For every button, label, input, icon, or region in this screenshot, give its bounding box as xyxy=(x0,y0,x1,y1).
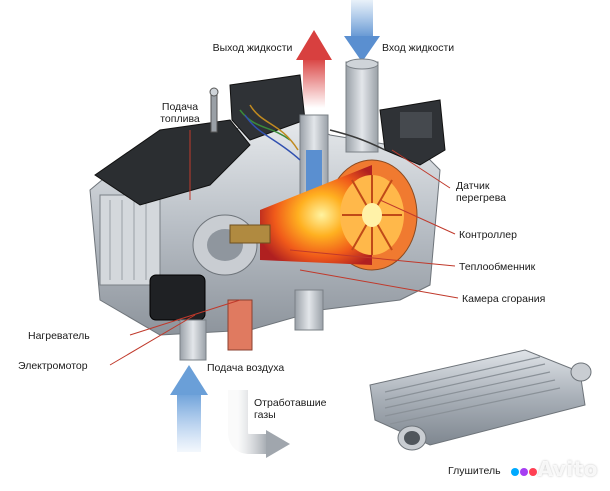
air-supply-arrow xyxy=(170,365,208,452)
label-muffler: Глушитель xyxy=(448,465,501,477)
fuel-pipe xyxy=(209,87,219,133)
label-fuel-supply: Подача топлива xyxy=(160,101,200,125)
combustion-chamber xyxy=(260,159,418,271)
heater-plug xyxy=(229,224,271,244)
avito-watermark: Avito xyxy=(510,457,598,481)
liquid-out-arrow xyxy=(296,30,332,108)
label-liquid-in: Вход жидкости xyxy=(382,42,455,54)
control-box-covers xyxy=(94,74,446,206)
watermark-text: Avito xyxy=(537,457,598,481)
watermark-dot xyxy=(528,468,537,476)
label-heat-exchanger: Теплообменник xyxy=(459,261,536,273)
label-overheat-sensor: Датчик перегрева xyxy=(456,180,507,204)
watermark-dot xyxy=(519,468,528,476)
inlet-exhaust-pipes xyxy=(179,289,324,361)
label-exhaust-gases: Отработавшие газы xyxy=(254,397,327,421)
label-controller: Контроллер xyxy=(459,229,517,241)
wiring xyxy=(239,104,386,161)
label-electric-motor: Электромотор xyxy=(18,360,88,372)
label-heater: Нагреватель xyxy=(28,330,90,342)
liquid-in-arrow xyxy=(344,0,380,62)
leader-lines xyxy=(109,130,459,366)
label-liquid-out: Выход жидкости xyxy=(212,42,293,54)
watermark-dot xyxy=(510,468,519,476)
label-combustion-chamber: Камера сгорания xyxy=(462,293,546,305)
label-air-supply: Подача воздуха xyxy=(207,362,285,374)
exhaust-arrow xyxy=(228,390,290,458)
housing-ribs xyxy=(99,194,161,286)
muffler-illustration xyxy=(369,349,592,451)
